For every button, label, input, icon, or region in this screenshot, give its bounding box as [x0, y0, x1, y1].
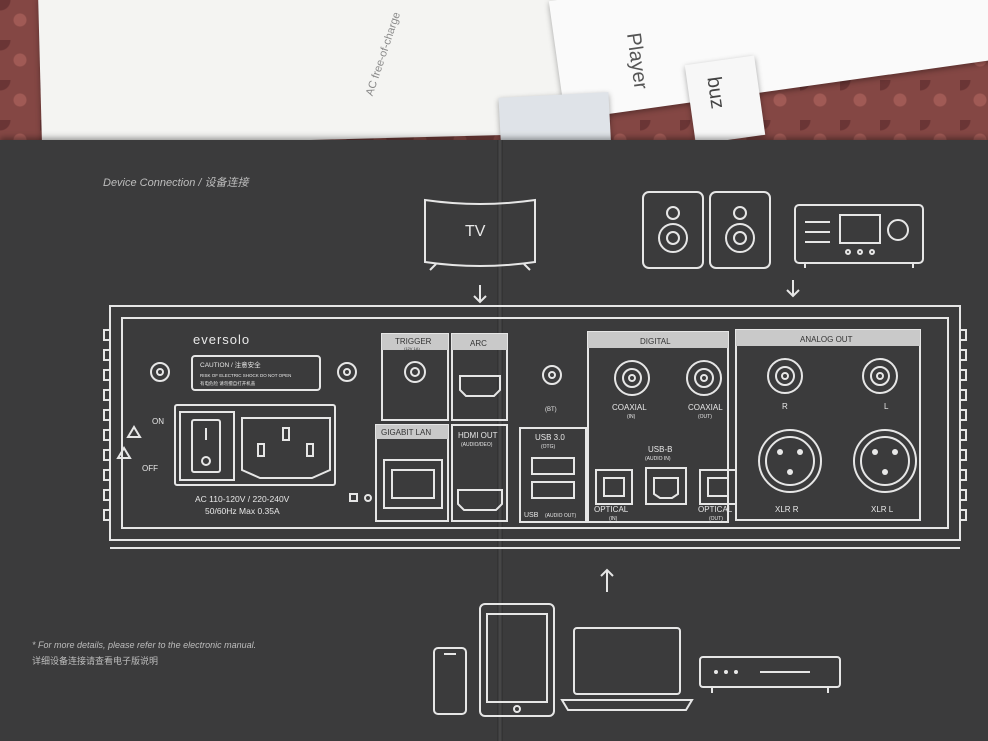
speaker-icon — [709, 191, 771, 269]
optical-out-sub: (OUT) — [709, 516, 723, 522]
coaxial-out-jack-icon — [686, 360, 722, 396]
usb-audio-sub: (AUDIO OUT) — [545, 513, 576, 519]
hdmi-out-box — [451, 424, 508, 522]
media-player-icon — [699, 656, 841, 693]
rca-r-label: R — [782, 402, 788, 411]
power-spec-line2: 50/60Hz Max 0.35A — [205, 506, 280, 516]
arrow-down-icon — [473, 285, 487, 304]
usb-port-icon — [531, 457, 575, 475]
lan-box — [375, 424, 449, 522]
coaxial-in-jack-icon — [614, 360, 650, 396]
coaxial-in-sub: (IN) — [627, 414, 636, 420]
hdmi-out-label: HDMI OUT — [458, 431, 498, 440]
arc-label: ARC — [470, 339, 487, 348]
trigger-label: TRIGGER — [395, 337, 432, 346]
brand-logo: eversolo — [193, 332, 250, 347]
hdmi-arc-port-icon — [459, 375, 501, 397]
switch-rocker — [191, 419, 221, 473]
tablet-icon — [479, 603, 555, 717]
power-switch — [179, 411, 235, 481]
usb-audio-label: USB — [524, 512, 539, 519]
analog-label: ANALOG OUT — [800, 335, 853, 344]
antenna-icon — [337, 362, 357, 382]
arrow-up-icon — [600, 568, 614, 592]
speaker-icon — [642, 191, 704, 269]
xlr-l-jack-icon — [853, 429, 917, 493]
tv-label: TV — [465, 223, 486, 240]
digital-header — [588, 332, 728, 348]
trigger-header — [382, 334, 448, 350]
booklet-fold — [497, 140, 503, 741]
led-icon — [364, 494, 372, 502]
hdmi-out-port-icon — [457, 489, 503, 511]
indicator-icon — [349, 493, 358, 502]
lan-header — [376, 425, 448, 439]
manual-booklet — [0, 140, 988, 741]
caution-box — [191, 355, 321, 391]
usb3-sub: (OTG) — [541, 444, 555, 450]
usb-b-label: USB-B — [648, 445, 672, 454]
footnote-en: * For more details, please refer to the … — [32, 640, 256, 650]
coaxial-in-label: COAXIAL — [612, 403, 647, 412]
trigger-jack-icon — [404, 361, 426, 383]
xlr-l-label: XLR L — [871, 505, 894, 514]
xlr-r-jack-icon — [758, 429, 822, 493]
caution-line1: RISK OF ELECTRIC SHOCK DO NOT OPEN — [200, 373, 291, 378]
power-spec-line1: AC 110-120V / 220-240V — [195, 494, 290, 504]
coaxial-out-sub: (OUT) — [698, 414, 712, 420]
xlr-r-label: XLR R — [775, 505, 799, 514]
off-label: OFF — [142, 464, 158, 473]
power-socket-icon — [241, 417, 331, 479]
trigger-sub: (12V 1A) — [404, 346, 420, 351]
booklet-heading: Device Connection / 设备连接 — [103, 176, 250, 189]
usb-b-sub: (AUDIO IN) — [645, 456, 671, 462]
hdmi-out-sub: (AUDIO/DEO) — [461, 442, 493, 448]
warning-icon — [126, 425, 142, 438]
laptop-icon — [560, 627, 694, 711]
usb-b-port-icon — [645, 467, 687, 505]
gigabit-label: GIGABIT LAN — [381, 428, 431, 437]
usb-port-icon — [531, 481, 575, 499]
analog-header — [736, 330, 920, 346]
usb3-box — [519, 427, 587, 523]
rca-l-label: L — [884, 402, 889, 411]
coaxial-out-label: COAXIAL — [688, 403, 723, 412]
caution-title: CAUTION / 注意安全 — [200, 360, 261, 369]
amplifier-icon — [794, 204, 924, 268]
optical-out-port-icon — [699, 469, 737, 505]
digital-label: DIGITAL — [640, 337, 671, 346]
optical-in-port-icon — [595, 469, 633, 505]
optical-out-label: OPTICAL — [698, 505, 733, 514]
ethernet-port-icon — [383, 459, 443, 509]
caution-line2: 有电危险 请勿擅自打开机盖 — [200, 380, 256, 387]
tv-icon: TV — [424, 198, 536, 271]
optical-in-label: OPTICAL — [594, 505, 629, 514]
footnote-cn: 详细设备连接请查看电子版说明 — [32, 655, 158, 666]
on-label: ON — [152, 417, 164, 426]
bt-label: (BT) — [545, 407, 557, 413]
optical-in-sub: (IN) — [609, 516, 618, 522]
arrow-down-icon — [786, 280, 800, 298]
usb3-label: USB 3.0 — [535, 433, 565, 442]
antenna-icon — [150, 362, 170, 382]
bt-antenna-icon — [542, 365, 562, 385]
rca-l-jack-icon — [862, 358, 898, 394]
phone-icon — [433, 647, 467, 715]
warning-icon — [116, 446, 132, 459]
arc-header — [452, 334, 507, 350]
power-block — [174, 404, 336, 486]
rca-r-jack-icon — [767, 358, 803, 394]
